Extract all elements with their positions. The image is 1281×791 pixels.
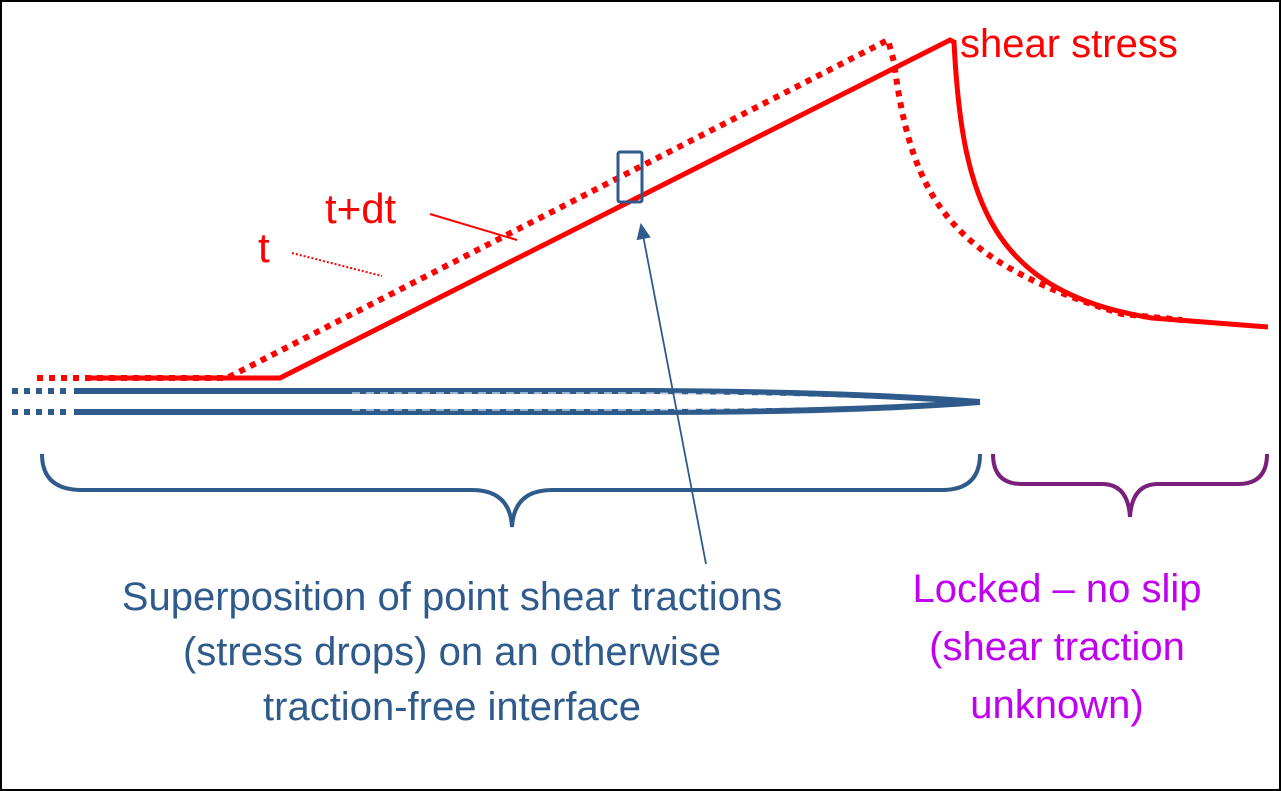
t-plus-dt-leader bbox=[429, 213, 518, 241]
crack-lower-face bbox=[74, 399, 981, 415]
t-label: t bbox=[258, 224, 270, 271]
caption-line: Superposition of point shear tractions bbox=[121, 575, 783, 619]
t-plus-dt-label: t+dt bbox=[325, 185, 397, 232]
superposition-caption: Superposition of point shear tractions (… bbox=[32, 570, 872, 735]
crack-extension-dotted bbox=[12, 388, 70, 415]
caption-line: Locked – no slip bbox=[912, 567, 1202, 611]
caption-line: (shear traction bbox=[929, 625, 1185, 669]
crack-upper-face-t bbox=[352, 392, 918, 403]
shear-stress-label: shear stress bbox=[960, 22, 1178, 66]
stress-curve-t-plus-dt bbox=[87, 37, 1269, 381]
caption-line: unknown) bbox=[970, 683, 1144, 727]
t-leader bbox=[291, 252, 383, 277]
caption-line: (stress drops) on an otherwise bbox=[182, 630, 721, 674]
locked-caption: Locked – no slip (shear traction unknown… bbox=[862, 560, 1252, 734]
crack-lower-face-t bbox=[352, 401, 918, 411]
caption-line: traction-free interface bbox=[263, 685, 641, 729]
crack-upper-face bbox=[74, 388, 981, 405]
point-traction-box bbox=[616, 150, 644, 204]
locked-zone-brace bbox=[991, 453, 1269, 518]
pointer-arrow bbox=[636, 222, 707, 565]
slip-zone-brace bbox=[40, 453, 982, 528]
